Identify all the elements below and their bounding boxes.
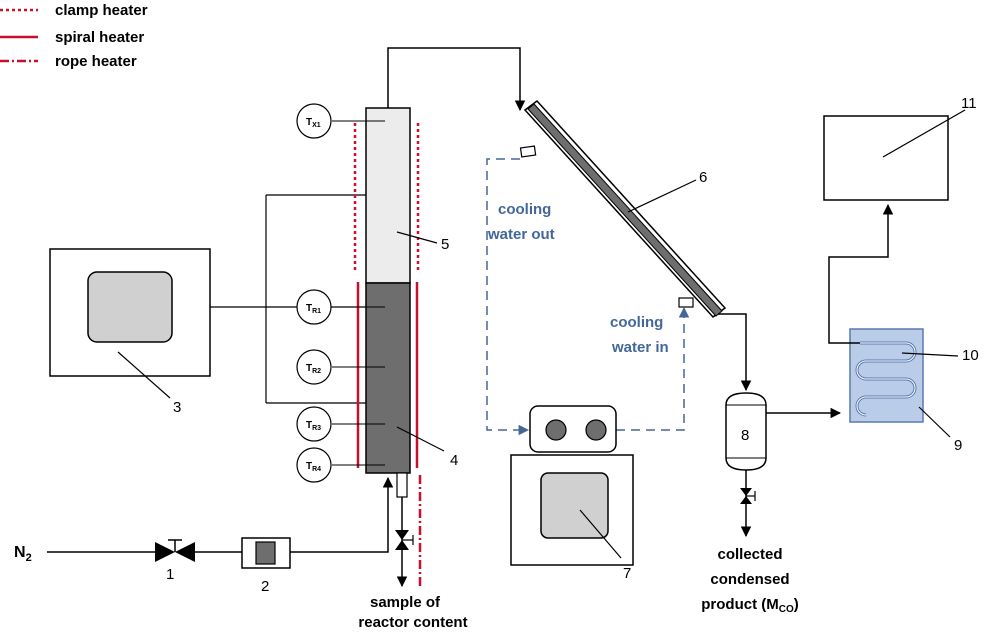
legend-rope-label: rope heater: [55, 53, 137, 70]
legend-spiral-label: spiral heater: [55, 29, 144, 46]
chiller-screen: [540, 472, 609, 539]
svg-text:TX1: TX1: [306, 117, 321, 129]
cooling-water-out-label: cooling: [498, 201, 551, 218]
nitrogen-feed: N2 1 2: [14, 476, 394, 595]
leader-3: [117, 351, 171, 399]
collected-product-label: collected condensed product (MCO): [701, 546, 798, 615]
label-9: 9: [954, 437, 962, 454]
label-4: 4: [450, 452, 458, 469]
cooling-water-in-label-line2: water in: [611, 339, 669, 356]
controller-screen: [87, 271, 173, 343]
label-7: 7: [623, 565, 631, 582]
cooling-water-loop: cooling water out cooling water in: [486, 158, 690, 436]
svg-text:TR1: TR1: [306, 303, 321, 315]
reactor-outlet-nozzle: [396, 472, 408, 498]
condensate-line: [718, 313, 752, 392]
condenser-6: 6: [519, 99, 727, 319]
leader-4: [396, 426, 445, 452]
leader-10: [901, 352, 959, 357]
flow-meter-2: [241, 537, 291, 569]
cooling-water-out-label-line2: water out: [487, 226, 555, 243]
label-11: 11: [961, 95, 977, 112]
leader-11: [882, 109, 966, 158]
legend-clamp-label: clamp heater: [55, 2, 148, 19]
label-1: 1: [166, 566, 174, 583]
separator-8: 8: [725, 392, 842, 538]
valve-1: [155, 539, 195, 562]
sample-line: sample of reactor content: [358, 497, 468, 631]
sample-label-line2: reactor content: [358, 614, 467, 631]
label-3: 3: [173, 399, 181, 416]
sensor-tr1: TR1: [296, 289, 385, 325]
svg-text:condensed: condensed: [710, 571, 789, 588]
legend: clamp heater spiral heater rope heater: [0, 2, 148, 70]
heat-exchanger-9: 10 9: [849, 328, 979, 454]
label-2: 2: [261, 578, 269, 595]
reactor-upper-section: [365, 107, 411, 284]
sensor-tr3: TR3: [296, 406, 385, 442]
analyzer-11: 11: [823, 95, 977, 201]
label-8: 8: [741, 427, 749, 444]
sample-label: sample of: [370, 594, 441, 611]
sensor-tr2: TR2: [296, 349, 385, 385]
svg-text:TR4: TR4: [306, 461, 321, 473]
leader-7: [579, 509, 622, 559]
chiller-pump-head: [529, 405, 617, 453]
temperature-sensors: TX1 TR1 TR2 TR3 TR4: [296, 103, 385, 483]
svg-text:TR2: TR2: [306, 363, 321, 375]
leader-6: [627, 179, 697, 213]
cooling-water-in-label: cooling: [610, 314, 663, 331]
leader-5: [396, 231, 438, 244]
svg-text:product (MCO): product (MCO): [701, 596, 798, 615]
label-6: 6: [699, 169, 707, 186]
vapor-line: [387, 47, 526, 112]
reactor-lower-section: [365, 282, 411, 474]
controller-3: 3: [49, 194, 366, 416]
sensor-tx1: TX1: [296, 103, 385, 139]
svg-text:collected: collected: [717, 546, 782, 563]
chiller-7: 7: [510, 405, 634, 582]
label-10: 10: [962, 347, 979, 364]
n2-label: N2: [14, 544, 32, 564]
label-5: 5: [441, 236, 449, 253]
leader-9: [918, 406, 951, 438]
gas-line: [828, 203, 894, 344]
svg-text:TR3: TR3: [306, 420, 321, 432]
reactor-column: 5 4: [365, 107, 458, 498]
sensor-tr4: TR4: [296, 447, 385, 483]
